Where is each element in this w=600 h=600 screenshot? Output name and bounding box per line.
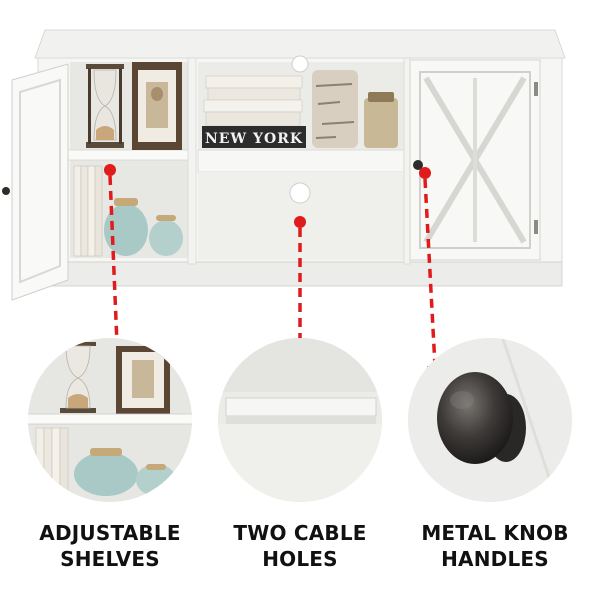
detail-knob-image <box>408 338 572 502</box>
cable-hole-top <box>291 55 309 73</box>
center-drawer-shelf <box>197 149 405 173</box>
feature-caption-shelves: ADJUSTABLE SHELVES <box>20 520 200 572</box>
right-divider <box>403 57 411 265</box>
feature-caption-line2: HOLES <box>262 547 338 571</box>
vases <box>104 198 183 256</box>
cable-hole-middle <box>289 182 311 204</box>
left-door-knob <box>2 187 10 195</box>
detail-cable-holes-image <box>218 338 382 502</box>
feature-caption-line2: SHELVES <box>60 547 160 571</box>
birch-vase <box>312 70 398 148</box>
right-door <box>409 59 541 261</box>
feature-caption-line1: TWO CABLE <box>233 521 367 545</box>
left-door <box>2 63 69 301</box>
feature-caption-line2: HANDLES <box>441 547 549 571</box>
book-spine-text: NEW YORK <box>205 131 303 147</box>
left-shelf <box>67 149 193 161</box>
left-divider <box>187 57 197 265</box>
books <box>73 165 103 257</box>
feature-caption-line1: ADJUSTABLE <box>39 521 181 545</box>
tv-stand: NEW YORK <box>2 29 566 301</box>
detail-shelves-image <box>28 338 192 502</box>
picture-frame <box>132 62 182 150</box>
knob-handle <box>413 160 423 170</box>
feature-caption-knob-handles: METAL KNOB HANDLES <box>405 520 585 572</box>
feature-caption-cable-holes: TWO CABLE HOLES <box>210 520 390 572</box>
stand-top <box>34 29 566 59</box>
feature-caption-line1: METAL KNOB <box>421 521 569 545</box>
hourglass <box>86 64 124 148</box>
book-stack: NEW YORK <box>202 75 306 148</box>
